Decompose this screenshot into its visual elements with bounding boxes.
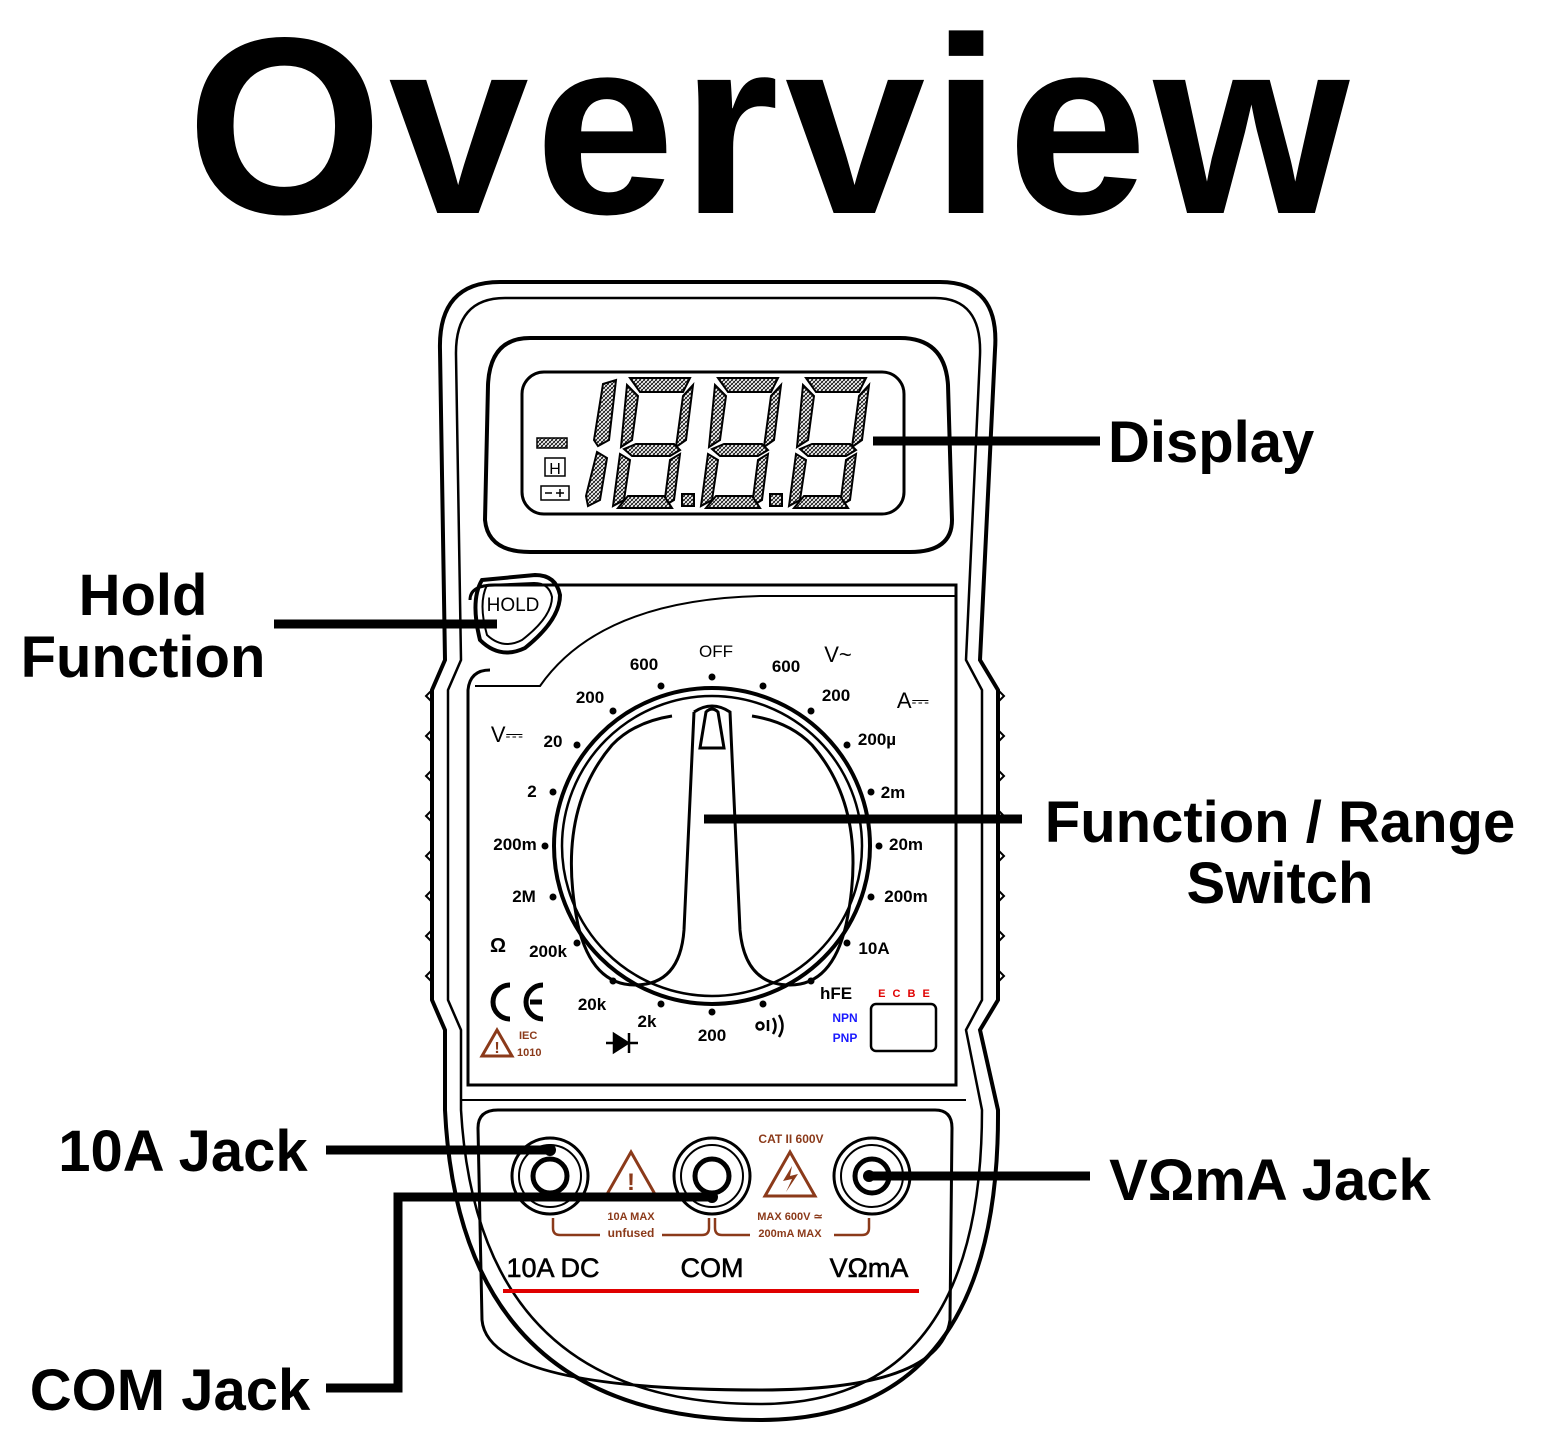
dial-label-vdc-2: 2: [527, 782, 536, 801]
dial-label-200u: 200µ: [858, 730, 896, 749]
hold-button-label: HOLD: [487, 595, 540, 616]
callout-hold-line2: Function: [21, 625, 266, 690]
jack-label-vma: VΩmA: [830, 1253, 909, 1283]
cat-rating: CAT II 600V: [758, 1132, 823, 1146]
continuity-icon: [755, 1014, 784, 1038]
high-voltage-warning-icon: [762, 1148, 818, 1198]
dial-position-dots: [541, 673, 883, 1016]
callout-switch-line2: Switch: [1187, 851, 1374, 916]
iec-label: IEC: [519, 1030, 537, 1042]
warn-v-max: MAX 600V ≃: [757, 1211, 822, 1223]
jack-label-10a-dc: 10A DC: [506, 1253, 599, 1283]
dial-label-20m: 20m: [889, 835, 923, 854]
multimeter-body: [424, 280, 1006, 1423]
jack-brackets: [551, 1218, 871, 1237]
pnp-label: PNP: [833, 1031, 858, 1045]
callout-switch-line1: Function / Range: [1045, 790, 1515, 855]
iec-number: 1010: [517, 1047, 541, 1059]
lcd-digit-8-c: [787, 377, 871, 509]
leader-lines: [274, 436, 1100, 1393]
dial-label-ohm-200: 200: [698, 1026, 726, 1045]
dial-label-200k: 200k: [529, 942, 567, 961]
iec-warning-icon: !: [479, 1026, 515, 1058]
dial-label-vac: V~: [824, 642, 852, 667]
dial-label-vac-600: 600: [772, 657, 800, 676]
warn-200ma-max: 200mA MAX: [758, 1228, 822, 1240]
dial-label-2m: 2m: [881, 783, 906, 802]
dial-label-20k: 20k: [578, 995, 607, 1014]
hfe-socket: [869, 1002, 938, 1053]
dial-label-2M: 2M: [512, 887, 536, 906]
dial-label-hfe: hFE: [820, 984, 852, 1003]
lcd-hold-indicator: [544, 457, 566, 477]
svg-text:!: !: [627, 1169, 635, 1196]
diode-icon: [606, 1031, 638, 1055]
lcd-digit-8-b: [699, 377, 783, 509]
callout-vma-jack: VΩmA Jack: [1109, 1148, 1431, 1213]
lcd-digit-8-a: [611, 377, 695, 509]
warn-10a-max: 10A MAX: [607, 1211, 655, 1223]
dial-label-10a: 10A: [858, 939, 889, 958]
dial-label-vdc: V⎓: [491, 722, 523, 747]
leader-com: [326, 1192, 712, 1393]
dial-label-vdc-200m: 200m: [493, 835, 536, 854]
warn-10a-unfused: unfused: [608, 1226, 655, 1240]
transistor-pin-labels: E C B E: [878, 988, 932, 1000]
red-bar: [503, 1289, 919, 1293]
callout-display: Display: [1108, 410, 1314, 475]
jack-label-com: COM: [681, 1253, 744, 1283]
dial-label-vdc-600: 600: [630, 655, 658, 674]
dial-label-off: OFF: [699, 642, 733, 661]
dial-markings: OFF V~ 600 200 A⎓ 200µ 2m 20m 200m 10A h…: [490, 642, 929, 1045]
lcd-digit-1: [584, 378, 618, 508]
dial-label-vdc-20: 20: [544, 732, 563, 751]
dial-label-vac-200: 200: [822, 686, 850, 705]
svg-text:!: !: [494, 1040, 499, 1057]
callout-10a-jack: 10A Jack: [58, 1119, 308, 1184]
lcd-hold-letter: H: [549, 461, 561, 478]
dial-label-200m-a: 200m: [884, 887, 927, 906]
dial-label-ohm: Ω: [490, 935, 506, 957]
lcd-minus-segment: [536, 437, 568, 449]
page-title: Overview: [187, 0, 1356, 267]
callout-com-jack: COM Jack: [30, 1358, 311, 1423]
lcd-display: H: [536, 377, 871, 509]
npn-label: NPN: [832, 1011, 857, 1025]
lcd-battery-icon: [540, 485, 570, 501]
dial-label-2k: 2k: [638, 1012, 657, 1031]
dial-label-adc: A⎓: [897, 688, 929, 713]
callout-hold-line1: Hold: [79, 563, 208, 628]
ce-mark: [490, 982, 544, 1022]
warning-triangle-icon: !: [603, 1148, 659, 1198]
dial-label-vdc-200: 200: [576, 688, 604, 707]
